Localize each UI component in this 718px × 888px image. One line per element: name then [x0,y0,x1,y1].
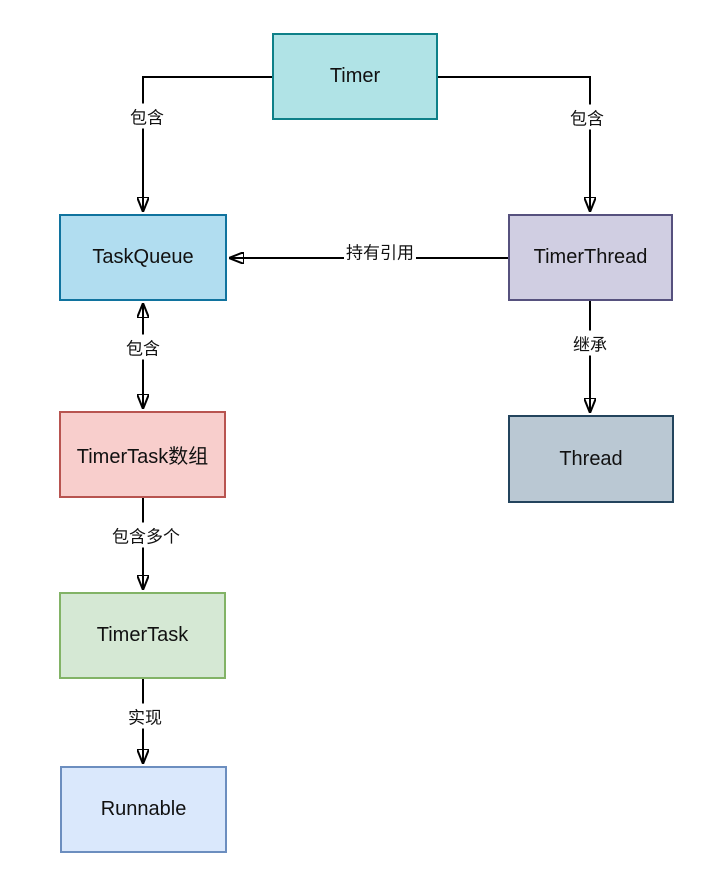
edge-label-timerthread-thread: 继承 [571,330,609,356]
edge-label-timer-taskqueue: 包含 [128,103,166,129]
edge-label-taskqueue-timertask-array: 包含 [124,334,162,360]
node-taskqueue: TaskQueue [59,214,227,301]
edge-label-timer-timerthread: 包含 [568,104,606,130]
node-timer: Timer [272,33,438,120]
edge-timer-timerthread [438,76,590,211]
node-runnable: Runnable [60,766,227,853]
node-thread: Thread [508,415,674,503]
node-timertask-array: TimerTask数组 [59,411,226,498]
edge-label-timertask-array-timertask: 包含多个 [110,522,182,548]
node-timerthread: TimerThread [508,214,673,301]
edge-label-timertask-runnable: 实现 [126,703,164,729]
node-timertask: TimerTask [59,592,226,679]
edge-timer-taskqueue [143,76,272,211]
edge-label-timerthread-taskqueue: 持有引用 [344,238,416,264]
